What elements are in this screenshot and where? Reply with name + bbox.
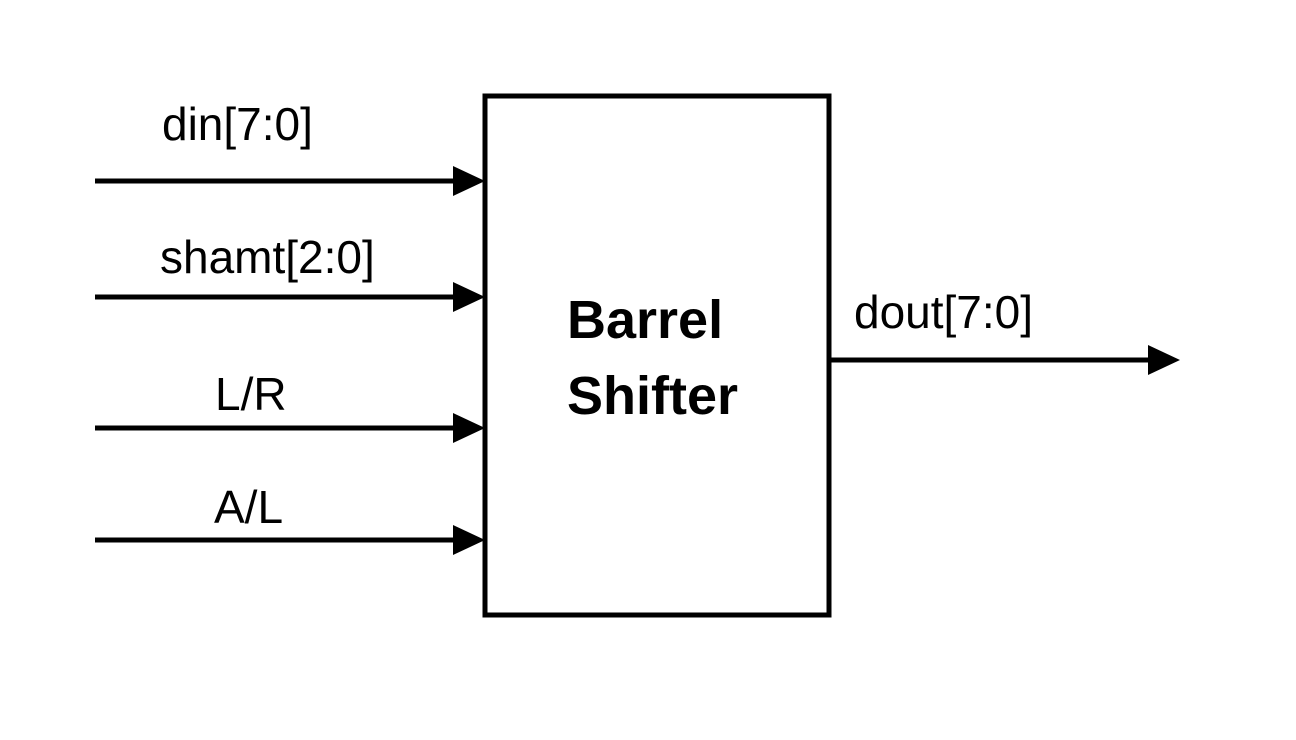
input-din-arrowhead (453, 166, 485, 196)
output-dout-arrowhead (1148, 345, 1180, 375)
block-title-line2: Shifter (567, 366, 738, 426)
output-dout-label: dout[7:0] (854, 286, 1033, 338)
input-shamt-arrowhead (453, 282, 485, 312)
barrel-shifter-block (482, 93, 832, 618)
block-title-line1: Barrel (567, 290, 723, 350)
input-al-label: A/L (214, 481, 283, 533)
input-shamt-label: shamt[2:0] (160, 231, 375, 283)
input-lr: L/R (95, 368, 485, 443)
input-lr-label: L/R (215, 368, 287, 420)
input-shamt: shamt[2:0] (95, 231, 485, 312)
output-dout: dout[7:0] (829, 286, 1180, 375)
input-din-label: din[7:0] (162, 98, 313, 150)
input-al: A/L (95, 481, 485, 555)
input-al-arrowhead (453, 525, 485, 555)
input-lr-arrowhead (453, 413, 485, 443)
input-din: din[7:0] (95, 98, 485, 196)
